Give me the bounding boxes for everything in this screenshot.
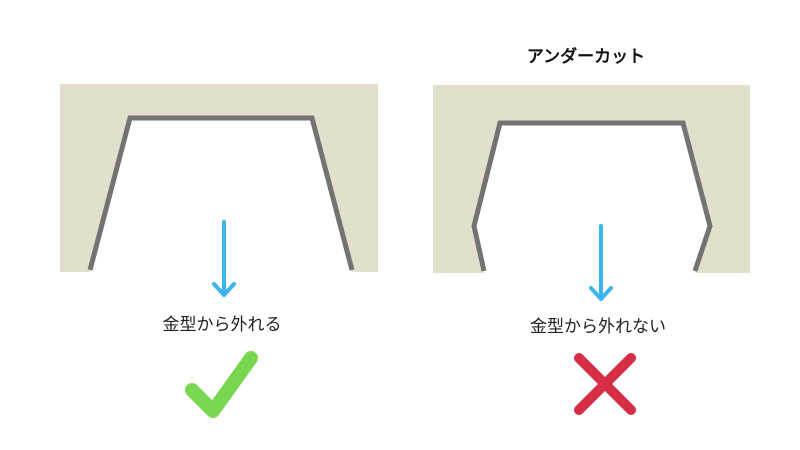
check-icon bbox=[185, 351, 258, 418]
right-caption: 金型から外れない bbox=[530, 317, 666, 337]
right-panel: アンダーカット 金型から外れない bbox=[433, 46, 750, 415]
left-arrow-down-icon bbox=[212, 220, 236, 297]
left-panel: 金型から外れる bbox=[60, 84, 378, 418]
right-arrow-down-icon bbox=[589, 224, 613, 301]
right-cavity bbox=[474, 123, 710, 273]
right-panel-title: アンダーカット bbox=[527, 46, 645, 67]
left-part-outline bbox=[87, 115, 355, 271]
left-cavity bbox=[90, 118, 352, 272]
right-part-outline bbox=[471, 120, 713, 272]
cross-icon bbox=[574, 353, 636, 415]
left-caption: 金型から外れる bbox=[163, 315, 282, 335]
